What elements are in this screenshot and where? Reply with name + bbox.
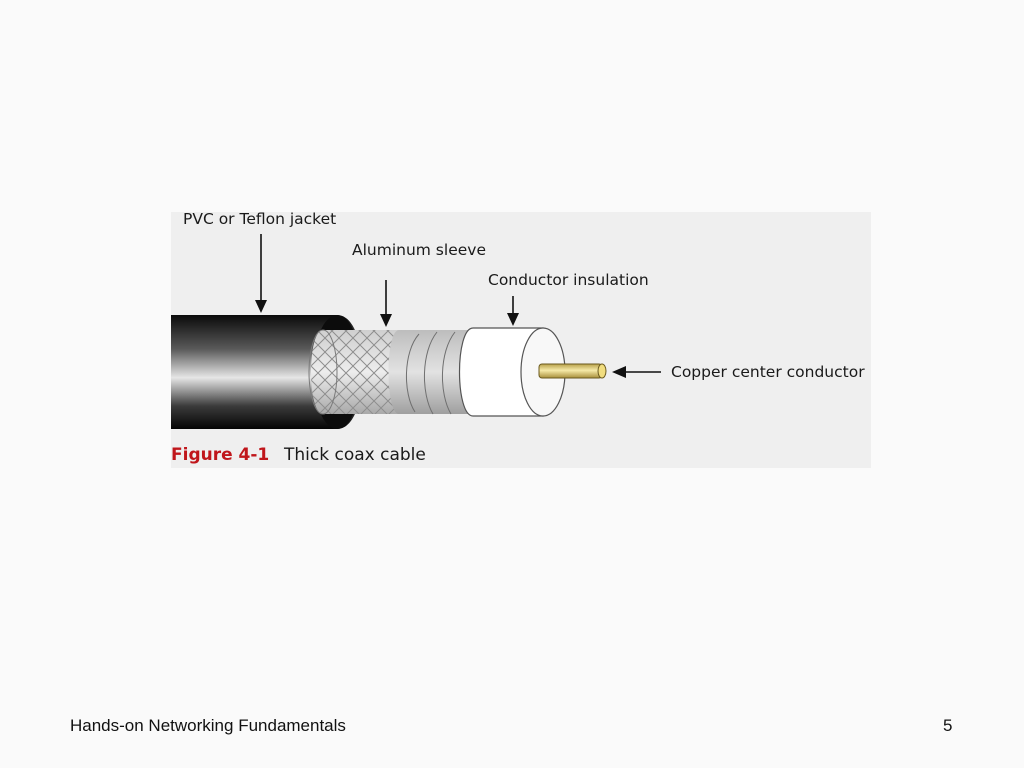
footer-title: Hands-on Networking Fundamentals: [70, 716, 346, 735]
figure-number: Figure 4-1: [171, 445, 270, 465]
copper-conductor-part: [538, 363, 607, 379]
conductor-label: Copper center conductor: [671, 363, 865, 381]
insulation-label: Conductor insulation: [488, 271, 649, 289]
coax-cable-illustration: [171, 234, 661, 429]
figure-caption: Thick coax cable: [284, 445, 426, 465]
braid-part: [308, 329, 471, 415]
jacket-arrow: [255, 234, 267, 313]
coax-cable-figure: PVC or Teflon jacket Aluminum sleeve Con…: [171, 210, 871, 468]
page-number: 5: [943, 716, 953, 735]
jacket-label: PVC or Teflon jacket: [183, 210, 337, 228]
insulation-arrow: [507, 296, 519, 326]
conductor-arrow: [612, 366, 661, 378]
sleeve-label: Aluminum sleeve: [352, 241, 486, 259]
sleeve-arrow: [380, 280, 392, 327]
